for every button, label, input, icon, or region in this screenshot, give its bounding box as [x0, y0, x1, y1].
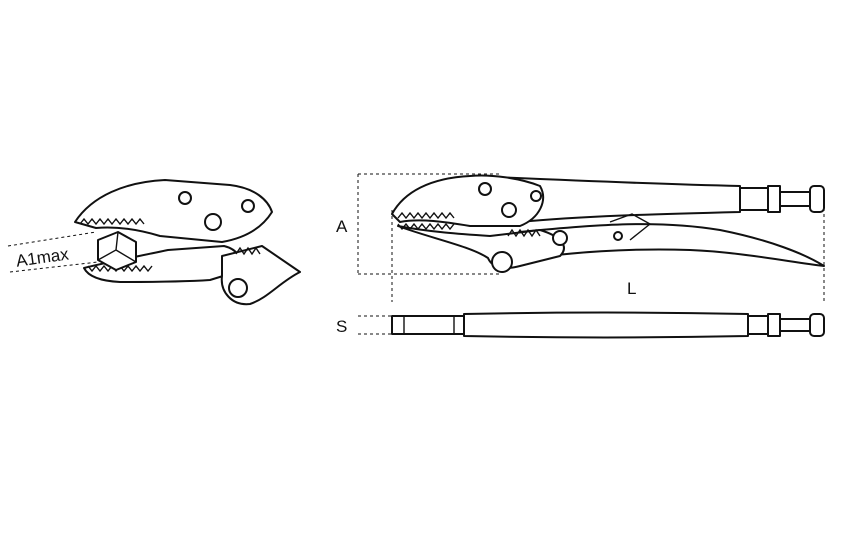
handle-rivet — [613, 231, 623, 241]
detail-pivot-hole-3 — [241, 199, 255, 213]
adjuster-ring — [767, 185, 781, 213]
lower-teeth — [397, 222, 455, 231]
detail-pivot-hole-1 — [178, 191, 192, 205]
link-pivot — [552, 230, 568, 246]
adjuster-sleeve — [739, 187, 769, 211]
detail-release-rivet — [228, 278, 248, 298]
a1max-dim-lower — [9, 261, 99, 273]
adjuster-knob — [809, 185, 825, 213]
detail-spring — [235, 246, 261, 256]
detail-upper-jaw — [74, 179, 273, 243]
dim-a-label: A — [336, 217, 348, 236]
a1max-dim-upper — [7, 231, 97, 247]
a1max-label: A1max — [15, 244, 71, 270]
adjuster-shaft — [779, 191, 811, 207]
top-view-jaws — [391, 315, 465, 335]
lower-pivot — [491, 251, 513, 273]
top-view-ring — [767, 313, 781, 337]
upper-jaw — [391, 174, 545, 227]
upper-teeth — [397, 211, 455, 220]
dim-s-label: S — [336, 317, 347, 336]
jaw-hole-2 — [501, 202, 517, 218]
plier-side-view — [357, 173, 825, 302]
top-view-sleeve — [747, 315, 769, 335]
plier-top-view — [358, 311, 825, 339]
spring — [507, 228, 541, 238]
lower-jaw — [397, 225, 565, 269]
jaw-detail-view — [7, 179, 301, 306]
jaw-hole-3 — [530, 190, 542, 202]
detail-pivot-hole-2 — [204, 213, 222, 231]
dim-l-label: L — [627, 279, 636, 298]
top-view-shaft — [779, 318, 811, 332]
top-view-knob — [809, 313, 825, 337]
jaw-hole-1 — [478, 182, 492, 196]
detail-upper-teeth — [79, 217, 145, 226]
release-trigger — [609, 213, 652, 241]
top-view-handle — [463, 311, 749, 339]
lower-handle — [519, 223, 825, 267]
